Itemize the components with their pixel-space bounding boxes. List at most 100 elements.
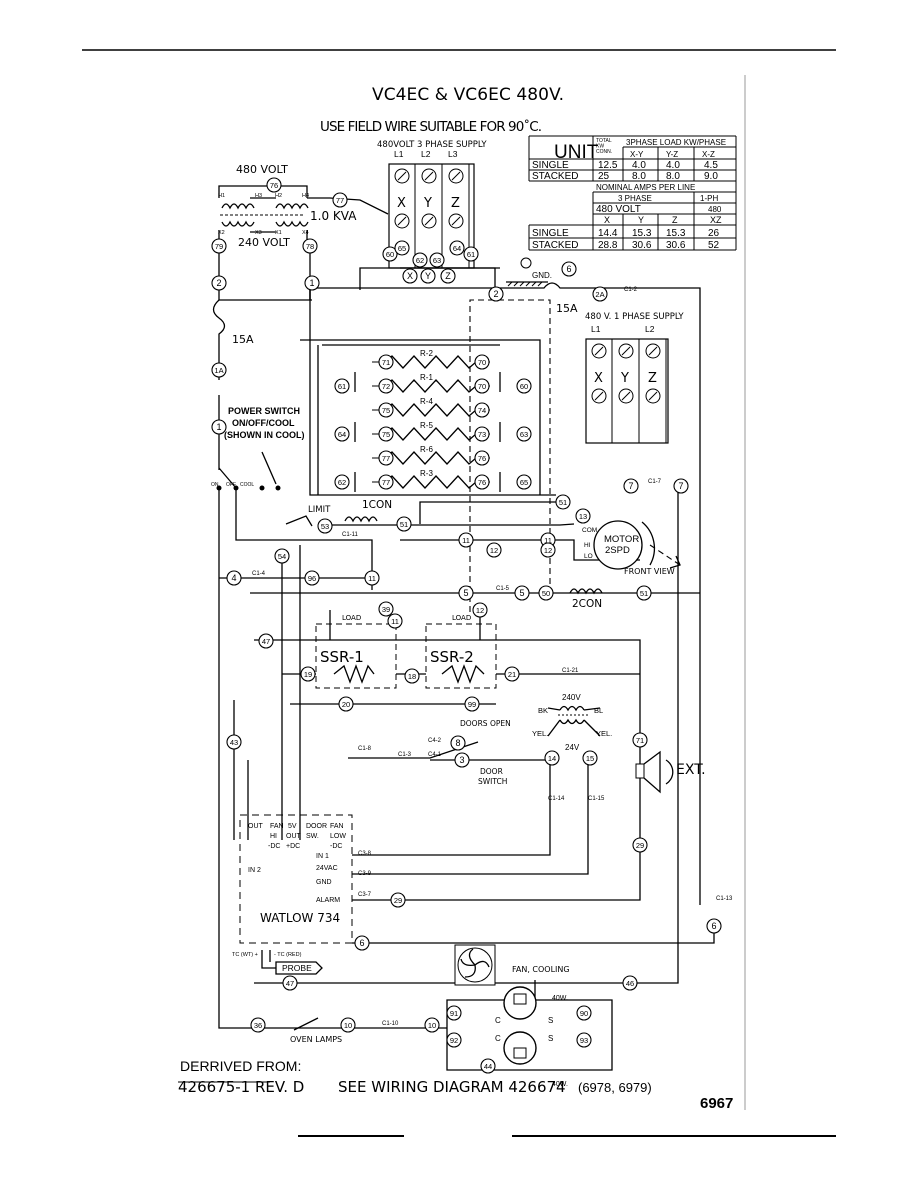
svg-text:54: 54 [278, 552, 286, 561]
wire-29: 29 [390, 892, 406, 908]
lamp1-watts: 40W. [552, 995, 568, 1002]
svg-text:3: 3 [459, 755, 464, 765]
svg-text:12: 12 [544, 546, 552, 555]
connector-C3-8: C3-8 [358, 851, 372, 857]
front-view-label: FRONT VIEW [624, 567, 675, 576]
wire-77: 77 [378, 474, 394, 490]
ext-label: EXT. [676, 762, 706, 778]
ssr-1 [315, 623, 397, 689]
svg-text:29: 29 [636, 841, 644, 850]
svg-text:36: 36 [254, 1021, 262, 1030]
svg-text:78: 78 [306, 242, 314, 251]
motor-speed: 2SPD [605, 545, 630, 556]
table-h1-2: CONN. [596, 149, 612, 155]
table-unit: UNIT [554, 142, 599, 163]
svg-text:19: 19 [304, 670, 312, 679]
table-h1-1: KW [596, 144, 604, 150]
oven-lamp-2 [503, 1031, 537, 1065]
wire-19: 19 [300, 666, 316, 682]
svg-text:60: 60 [386, 250, 394, 259]
xfmr-240-label: 240 VOLT [238, 236, 290, 249]
svg-text:92: 92 [450, 1036, 458, 1045]
svg-text:2: 2 [216, 278, 221, 288]
connector-C4-1: C4-1 [428, 752, 442, 758]
svg-text:2: 2 [493, 289, 498, 299]
switch-on: ON [211, 482, 219, 488]
svg-text:51: 51 [400, 520, 408, 529]
table-h4: 3 PHASE [618, 194, 652, 203]
door-switch-line2: SWITCH [478, 777, 507, 786]
table-r2-0-0: SINGLE [532, 228, 569, 239]
con1-label: 1CON [362, 499, 392, 511]
wire-13: 13 [575, 508, 591, 524]
svg-text:51: 51 [559, 498, 567, 507]
svg-text:64: 64 [453, 244, 461, 253]
ssr-2-load: LOAD [452, 614, 471, 622]
wire-62: 62 [412, 252, 428, 268]
wire-43: 43 [226, 734, 242, 750]
wire-18: 18 [404, 668, 420, 684]
watlow-col2-0: HI [270, 833, 277, 840]
element-label-5: R-3 [420, 469, 433, 478]
tb1-xyz-1: Y [620, 371, 629, 386]
element-R-4 [383, 403, 477, 417]
element-bus [354, 372, 501, 492]
connector-C1-4: C1-4 [252, 571, 266, 577]
wire-90: 90 [576, 1005, 592, 1021]
table-r2-1-1: 28.8 [598, 240, 618, 251]
table-r1-1-0: STACKED [532, 171, 579, 182]
page-number: 6967 [700, 1095, 733, 1112]
wire-4: 4 [226, 570, 242, 586]
svg-text:5: 5 [519, 588, 524, 598]
wire-72: 72 [378, 378, 394, 394]
svg-text:2A: 2A [595, 290, 604, 299]
control-transformer [547, 705, 601, 737]
probe [261, 950, 323, 975]
table-r1-0-2: 4.0 [632, 160, 646, 171]
connector-C1-3: C1-3 [398, 752, 412, 758]
svg-text:15: 15 [586, 754, 594, 763]
connector-C1-5: C1-5 [496, 586, 510, 592]
lamp2-s: S [548, 1034, 553, 1043]
gnd-label: GND. [532, 271, 552, 280]
xfmr2-yel2: YEL. [596, 729, 612, 738]
svg-text:71: 71 [636, 736, 644, 745]
svg-text:6: 6 [566, 264, 571, 274]
wire-44: 44 [480, 1058, 496, 1074]
wire-8: 8 [450, 735, 466, 751]
watlow-name: WATLOW 734 [260, 911, 340, 925]
svg-text:76: 76 [478, 454, 486, 463]
xfmr-tap-0: H1 [218, 193, 225, 199]
wire-1A: 1A [211, 362, 227, 378]
table-r1-0-0: SINGLE [532, 160, 569, 171]
watlow-input-0: IN 1 [316, 853, 329, 860]
tb3-phase-1: L2 [421, 149, 431, 159]
table-col-2: X-Z [702, 150, 715, 159]
svg-text:65: 65 [520, 478, 528, 487]
wire-75: 75 [378, 402, 394, 418]
xfmr-tap-2: H2 [275, 193, 282, 199]
svg-text:70: 70 [478, 382, 486, 391]
connector-C1-21: C1-21 [562, 668, 579, 674]
wire-77: 77 [378, 450, 394, 466]
footer-see: SEE WIRING DIAGRAM 426674 [338, 1078, 566, 1096]
svg-text:74: 74 [478, 406, 486, 415]
table-col-1: Y-Z [666, 150, 678, 159]
svg-text:6: 6 [359, 938, 364, 948]
connector-C1-11: C1-11 [342, 532, 359, 538]
table-h2: 3PHASE LOAD KW/PHASE [626, 138, 726, 147]
switch-cool: COOL [240, 482, 254, 488]
table-r1-1-3: 8.0 [666, 171, 680, 182]
svg-text:99: 99 [468, 700, 476, 709]
element-R-2 [383, 355, 477, 369]
svg-text:Y: Y [425, 271, 431, 281]
svg-text:90: 90 [580, 1009, 588, 1018]
switch-off: OFF [226, 482, 236, 488]
svg-text:77: 77 [336, 196, 344, 205]
wire-76: 76 [266, 177, 282, 193]
tb1-phase-2: L2 [645, 324, 655, 334]
wire-6: 6 [561, 261, 577, 277]
wire-10: 10 [340, 1017, 356, 1033]
wire-20: 20 [338, 696, 354, 712]
